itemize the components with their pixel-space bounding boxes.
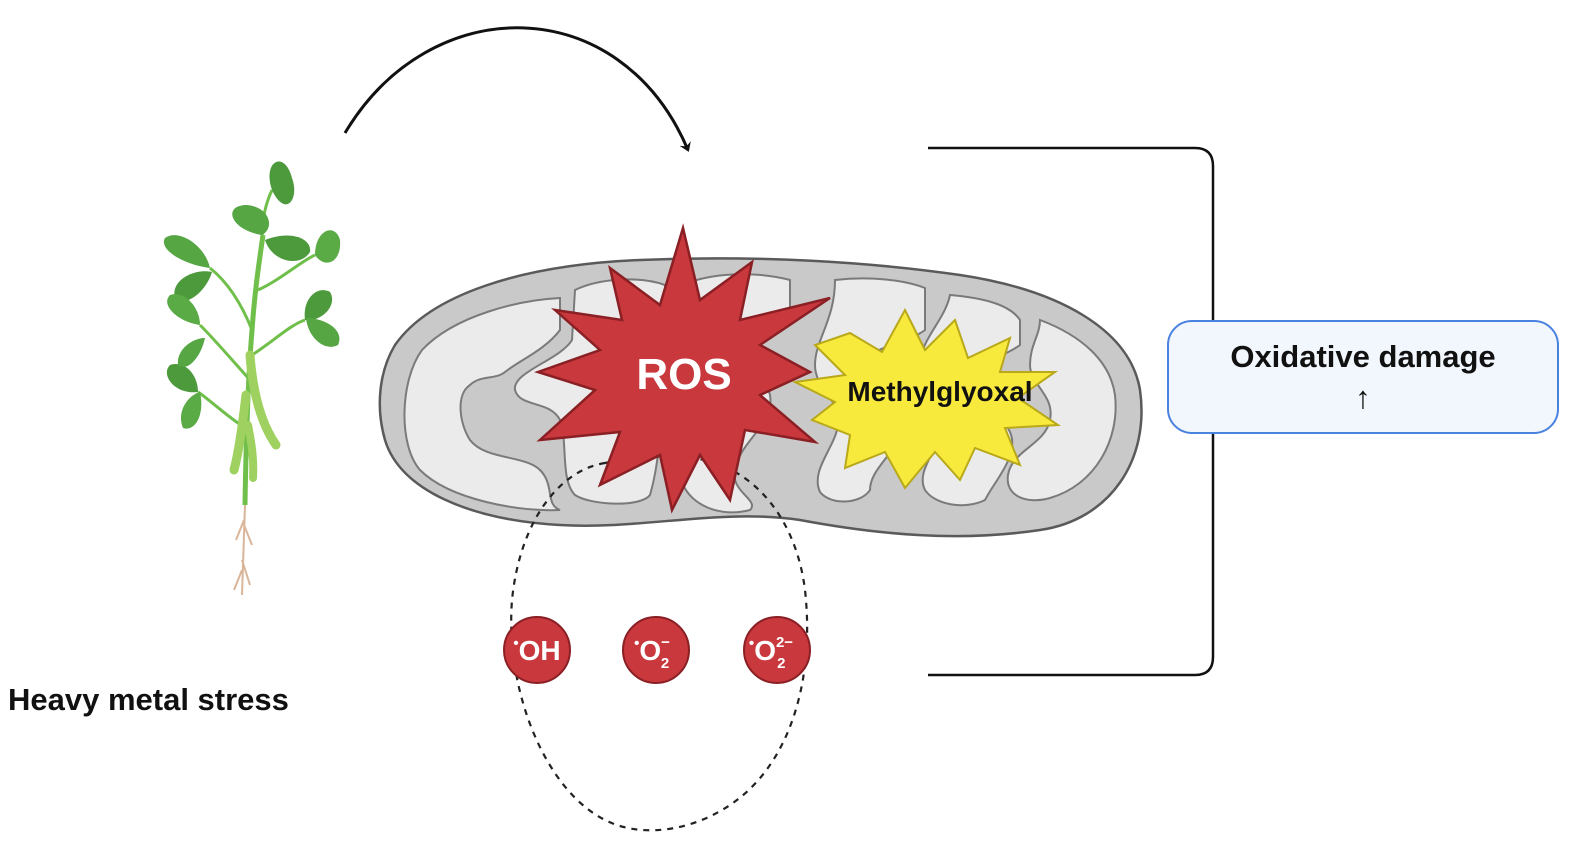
radical-superoxide: •O− 2 [622,616,690,684]
methylglyoxal-starburst: Methylglyoxal [791,307,1062,490]
plant-icon [163,161,341,596]
svg-text:•O2−2: •O2− 2 [749,634,793,672]
ros-starburst: ROS [534,223,831,514]
radical-superoxide-dot: • [634,635,639,652]
radical-superoxide-sup: − [661,634,670,651]
svg-text:•OH: •OH [513,635,560,666]
radical-superoxide-sub: 2 [661,655,669,672]
svg-text:•O−2: •O− 2 [634,634,670,672]
heavy-metal-stress-label: Heavy metal stress [8,682,289,717]
methylglyoxal-burst-shape [791,307,1062,490]
radical-oh: •OH [503,616,571,684]
ros-label: ROS [636,350,731,399]
radical-peroxide-sub: 2 [777,655,785,672]
stress-arrow [343,26,691,152]
ros-burst-shape [534,223,831,514]
radical-peroxide-dot: • [749,635,754,652]
radical-peroxide-base: O [754,635,776,666]
methylglyoxal-label: Methylglyoxal [847,376,1032,407]
increase-arrow-icon: ↑ [1355,380,1371,415]
oxidative-damage-box: Oxidative damage ↑ [1167,320,1559,434]
radical-peroxide: •O2− 2 [743,616,811,684]
radical-oh-dot: • [513,635,518,652]
oxidative-damage-title: Oxidative damage [1230,339,1495,374]
radical-oh-base: OH [519,635,561,666]
radical-peroxide-sup: 2− [776,634,793,651]
radical-superoxide-base: O [639,635,661,666]
